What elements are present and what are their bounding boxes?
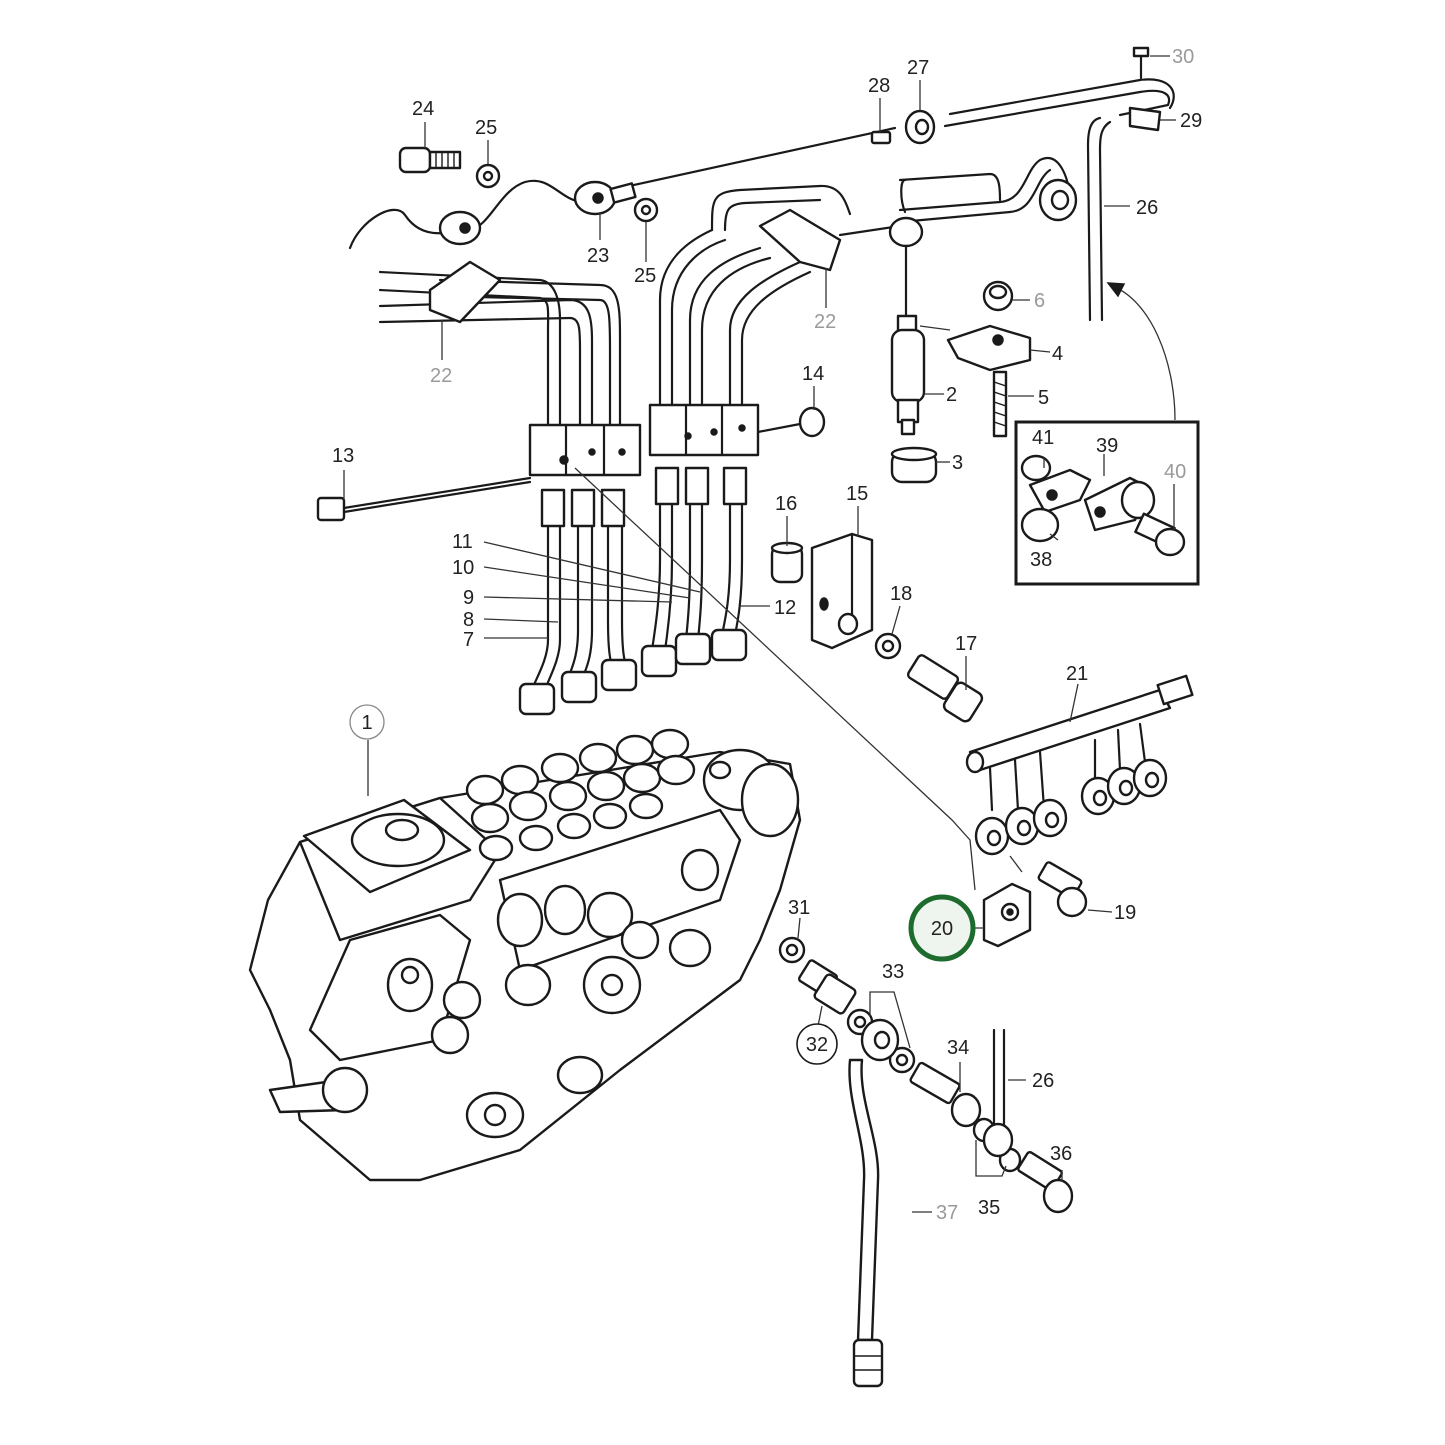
- callout-7: 7: [463, 629, 474, 651]
- injection-pump-1: [248, 748, 802, 1182]
- callout-19: 19: [1114, 902, 1136, 924]
- fitting-16: [770, 541, 804, 584]
- washer-25-lower: [633, 197, 659, 223]
- callout-26-upper: 26: [1136, 197, 1158, 219]
- banjo-feed: [860, 1018, 900, 1062]
- banjo-fitting-left: [438, 210, 482, 246]
- callout-11: 11: [452, 531, 473, 553]
- callout-23: 23: [587, 245, 609, 267]
- bolt-17: [906, 654, 984, 723]
- callout-1: 1: [349, 704, 385, 740]
- nut-27: [904, 109, 936, 145]
- callout-25-upper: 25: [475, 117, 497, 139]
- sleeve-3: [890, 446, 938, 484]
- stud-5: [992, 370, 1008, 438]
- callout-10: 10: [452, 557, 474, 579]
- bolt-34: [909, 1061, 982, 1128]
- pipe-sleeves: [540, 466, 748, 528]
- callout-34: 34: [947, 1037, 969, 1059]
- bolt-13: [316, 476, 532, 522]
- injection-pipe-bundle-right: [658, 228, 812, 412]
- pipe-holder-left: [528, 423, 642, 477]
- callout-21: 21: [1066, 663, 1088, 685]
- banjo-bolt-24: [398, 146, 462, 174]
- delivery-valves: [465, 728, 696, 862]
- detail-inset: [1014, 282, 1200, 586]
- screw-30: [1132, 46, 1150, 80]
- callout-27: 27: [907, 57, 929, 79]
- upper-right-pipes: [710, 156, 1072, 237]
- washer-25-upper: [475, 163, 501, 189]
- callout-30: 30: [1172, 46, 1194, 68]
- callout-13: 13: [332, 445, 354, 467]
- callout-labels: 1 2 3 4 5 6 7 8 9 10 11 12 13 14 15 16 1…: [332, 46, 1202, 1224]
- callout-20-highlighted: 20: [908, 894, 976, 962]
- callout-28: 28: [868, 75, 890, 97]
- callout-17: 17: [955, 633, 977, 655]
- injector-2: [890, 244, 926, 436]
- callout-37: 37: [936, 1202, 958, 1224]
- callout-6: 6: [1034, 290, 1045, 312]
- callout-5: 5: [1038, 387, 1049, 409]
- nut-upper-right: [1038, 178, 1078, 222]
- pipe-holder-right: [648, 403, 760, 457]
- callout-4: 4: [1052, 343, 1063, 365]
- rail-tubes: [988, 722, 1147, 812]
- washers-33: [846, 1008, 916, 1074]
- callout-24: 24: [412, 98, 434, 120]
- hose-37: [848, 1058, 884, 1388]
- rail-banjos: [974, 758, 1168, 856]
- callout-12: 12: [774, 597, 796, 619]
- washer-31: [778, 936, 806, 964]
- svg-text:32: 32: [806, 1034, 828, 1056]
- callout-22-right: 22: [814, 311, 836, 333]
- bolt-36: [1017, 1151, 1074, 1214]
- pipe-nuts: [518, 628, 748, 716]
- callout-38: 38: [1030, 549, 1052, 571]
- banjo-fitting-23: [573, 180, 637, 216]
- rail-21: [965, 674, 1194, 774]
- fitting-28: [870, 130, 892, 145]
- callout-36: 36: [1050, 1143, 1072, 1165]
- injection-pipe-bundle-left: [378, 270, 622, 432]
- callout-15: 15: [846, 483, 868, 505]
- callout-18: 18: [890, 583, 912, 605]
- block-15: [810, 532, 874, 650]
- callout-2: 2: [946, 384, 957, 406]
- nut-on-injector: [888, 216, 924, 248]
- callout-39: 39: [1096, 435, 1118, 457]
- bracket-20: [982, 882, 1032, 948]
- callout-31: 31: [788, 897, 810, 919]
- callout-40: 40: [1164, 461, 1186, 483]
- callout-29: 29: [1180, 110, 1202, 132]
- clamp-22-left: [428, 260, 502, 324]
- leader-lines: [343, 55, 1176, 1213]
- callout-33: 33: [882, 961, 904, 983]
- callout-32: 32: [796, 1023, 838, 1065]
- union-32-part: [798, 959, 857, 1015]
- callout-41: 41: [1032, 427, 1054, 449]
- svg-text:1: 1: [361, 712, 372, 734]
- callout-16: 16: [775, 493, 797, 515]
- callout-9: 9: [463, 587, 474, 609]
- nut-14: [756, 406, 826, 438]
- clamp-22-right: [758, 208, 842, 272]
- callout-3: 3: [952, 452, 963, 474]
- callout-14: 14: [802, 363, 824, 385]
- svg-text:20: 20: [931, 918, 953, 940]
- nut-6: [982, 280, 1014, 312]
- callout-35: 35: [978, 1197, 1000, 1219]
- clip-29: [1128, 106, 1162, 132]
- upper-left-pipes: [348, 126, 897, 250]
- washer-18: [874, 632, 902, 660]
- callout-26-lower: 26: [1032, 1070, 1054, 1092]
- banjo-26-lower: [982, 1028, 1014, 1158]
- callout-25-lower: 25: [634, 265, 656, 287]
- bolt-19: [1037, 861, 1088, 918]
- clamp-4: [946, 324, 1032, 372]
- return-line-26: [943, 78, 1175, 322]
- callout-8: 8: [463, 609, 474, 631]
- callout-22-left: 22: [430, 365, 452, 387]
